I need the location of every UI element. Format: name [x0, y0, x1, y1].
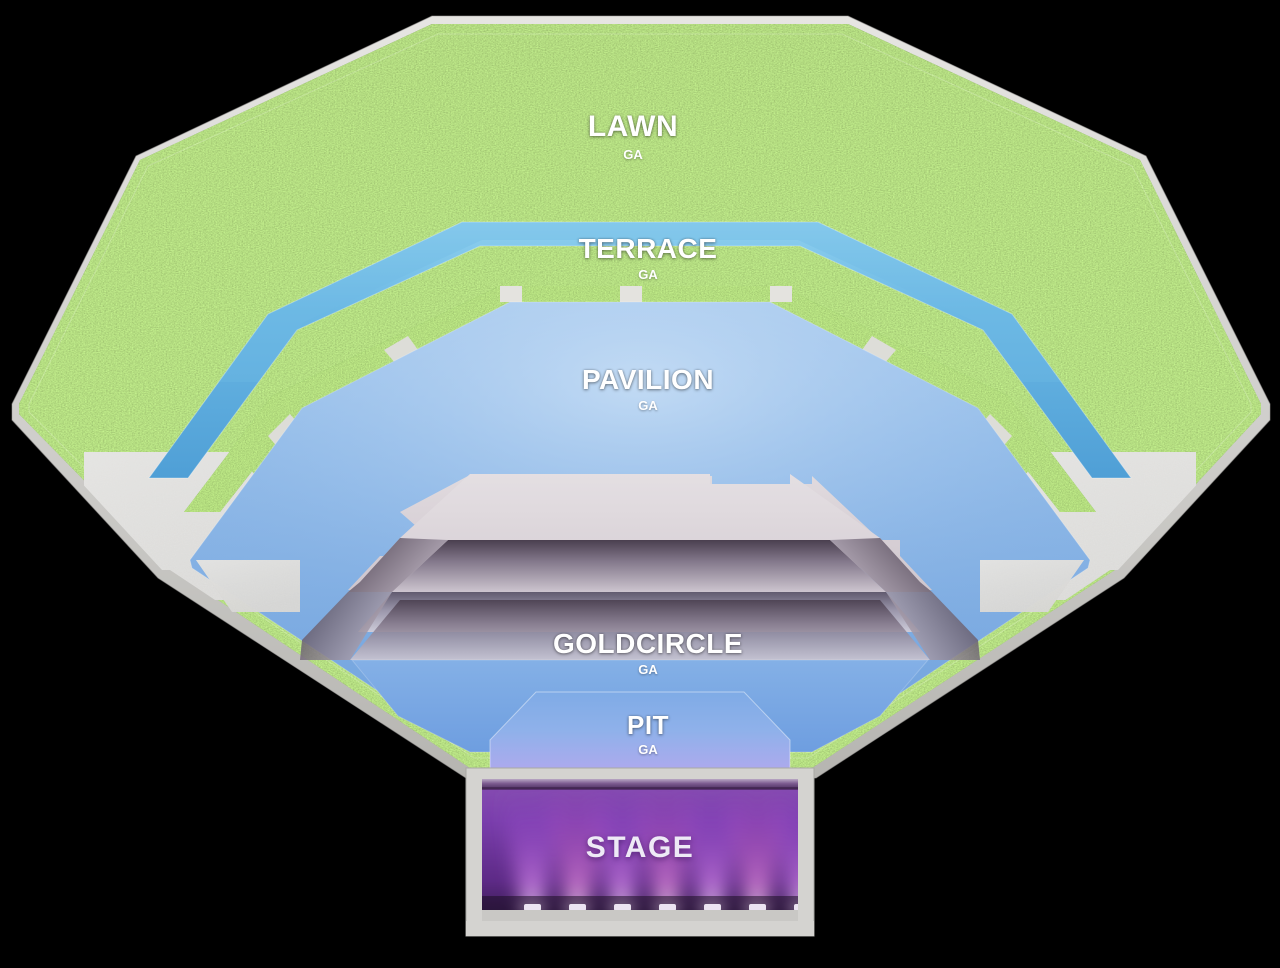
aisle-gap-4: [862, 336, 896, 364]
riser-skirt-left: [300, 592, 392, 660]
aisle-gap-2: [620, 286, 642, 302]
section-goldcircle-risers[interactable]: [300, 474, 980, 660]
stage-lighting: [482, 779, 798, 921]
riser-wing-left: [348, 538, 448, 592]
stage-light-fixtures: [524, 904, 798, 911]
aisle-gap-1: [500, 286, 522, 302]
riser-wing-right: [830, 538, 932, 592]
terrace-pavilion-divider: [184, 286, 1096, 512]
section-pit[interactable]: [489, 691, 791, 779]
section-stage[interactable]: [465, 767, 836, 937]
section-terrace[interactable]: [148, 221, 1132, 479]
aisle-gap-3: [770, 286, 792, 302]
riser-tier2-face: [350, 600, 930, 660]
riser-inner-face-upper: [392, 540, 886, 592]
riser-deck-top: [348, 474, 932, 592]
aisle-gap-5: [384, 336, 418, 364]
riser-skirt-right: [886, 592, 980, 660]
pavilion-aisle-cuts: [196, 560, 1084, 612]
